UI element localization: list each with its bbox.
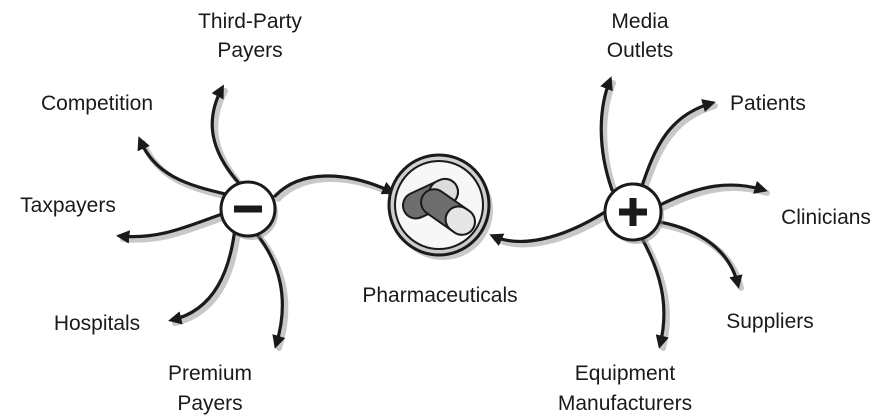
label-hospitals: Hospitals xyxy=(54,312,140,335)
arrow-plus-to-pharmaceuticals xyxy=(489,210,607,246)
arrow-to-taxpayers xyxy=(115,211,227,244)
label-equipment-line2: Manufacturers xyxy=(558,392,692,415)
label-media-line1: Media xyxy=(611,10,669,33)
label-equipment-line1: Equipment xyxy=(575,362,676,385)
arrow-minus-to-pharmaceuticals xyxy=(273,174,396,198)
arrow-to-hospitals xyxy=(168,226,237,325)
label-third-party-line2: Payers xyxy=(217,39,282,62)
arrow-to-premium-payers xyxy=(253,230,286,349)
minus-hub xyxy=(219,180,278,240)
label-media-line2: Outlets xyxy=(607,39,674,62)
arrow-to-third-party-payers xyxy=(210,84,240,184)
label-competition: Competition xyxy=(41,92,153,115)
arrow-to-suppliers xyxy=(658,220,743,289)
arrow-to-competition xyxy=(137,136,232,197)
label-taxpayers: Taxpayers xyxy=(20,194,116,217)
arrow-to-patients xyxy=(638,99,716,194)
label-suppliers: Suppliers xyxy=(726,310,814,333)
negative-hub-arrows xyxy=(115,84,398,351)
label-clinicians: Clinicians xyxy=(781,206,871,229)
label-third-party-line1: Third-Party xyxy=(198,10,302,33)
label-premium-line2: Payers xyxy=(177,392,242,415)
label-patients: Patients xyxy=(730,92,806,115)
pill-icon xyxy=(387,153,493,260)
arrow-to-media-outlets xyxy=(599,76,614,192)
center-label: Pharmaceuticals xyxy=(362,284,517,307)
arrow-to-clinicians xyxy=(658,180,768,207)
arrow-to-equipment-manufacturers xyxy=(638,233,669,349)
plus-hub xyxy=(603,182,664,244)
positive-hub-arrows xyxy=(489,76,770,351)
label-premium-line1: Premium xyxy=(168,362,252,385)
plus-icon xyxy=(619,198,647,226)
